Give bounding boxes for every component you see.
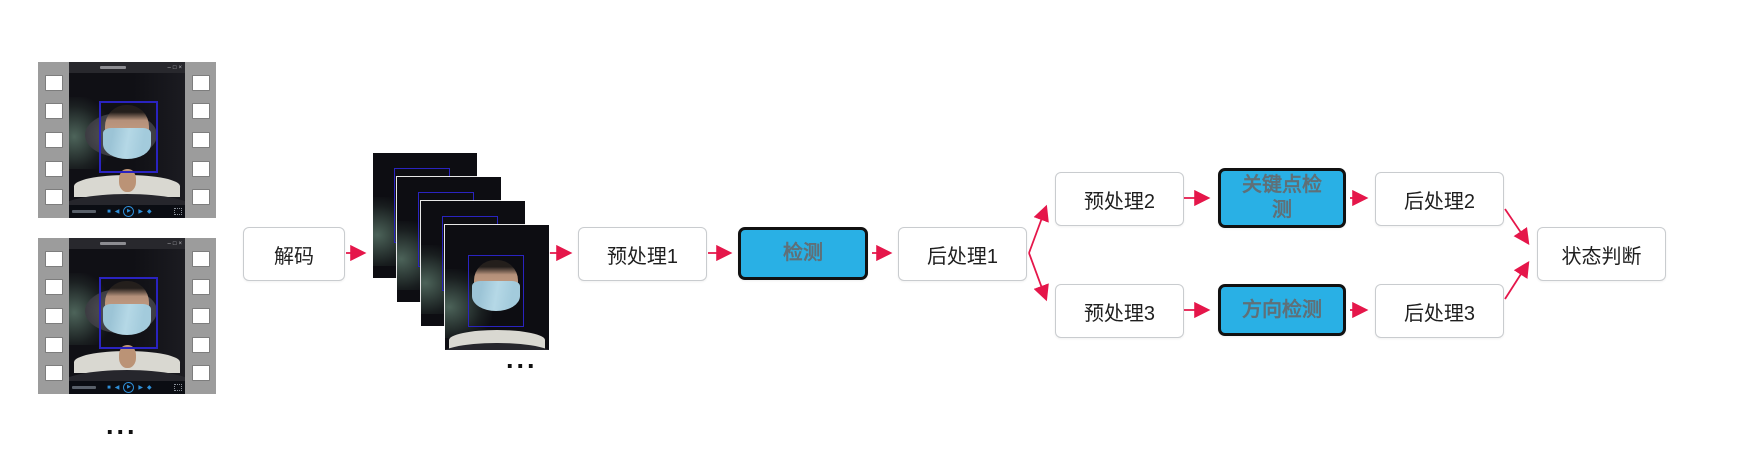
minimize-icon[interactable]: – xyxy=(167,240,171,247)
sprocket-hole xyxy=(44,336,63,353)
sprocket-hole xyxy=(191,103,210,120)
sprocket-hole xyxy=(191,131,210,148)
video-filename-text xyxy=(100,66,126,69)
arrow-post3-to-status xyxy=(1504,260,1530,300)
sprocket-hole xyxy=(44,131,63,148)
node-label: 解码 xyxy=(274,245,314,268)
face-detection-rect xyxy=(99,276,158,350)
ellipsis-more-videos: ... xyxy=(106,410,138,440)
decoded-frame-front xyxy=(445,225,549,350)
face-detection-rect xyxy=(467,255,524,327)
fullscreen-icon[interactable] xyxy=(173,384,182,391)
node-label: 预处理2 xyxy=(1083,190,1156,213)
node-direction-detect: 方向检测 xyxy=(1218,284,1346,336)
film-strip-video-1: – □ × ■ ◀ ▶ xyxy=(38,62,216,218)
sprocket-hole xyxy=(191,279,210,296)
face-mask xyxy=(472,281,520,312)
sprocket-hole xyxy=(44,365,63,382)
sprocket-hole xyxy=(44,189,63,206)
close-icon[interactable]: × xyxy=(178,64,182,71)
sprocket-hole xyxy=(44,160,63,177)
maximize-icon[interactable]: □ xyxy=(172,64,177,71)
film-sprocket-band xyxy=(38,238,69,394)
close-icon[interactable]: × xyxy=(178,240,182,247)
fullscreen-icon[interactable] xyxy=(173,208,182,215)
node-detect: 检测 xyxy=(738,227,868,280)
stop-icon[interactable]: ■ xyxy=(107,208,111,215)
node-label: 后处理1 xyxy=(926,245,999,268)
volume-icon[interactable]: ◆ xyxy=(147,208,152,215)
node-keypoint-detect: 关键点检 测 xyxy=(1218,168,1346,228)
sprocket-hole xyxy=(191,74,210,91)
film-strip-video-2: – □ × ■ ◀ ▶ xyxy=(38,238,216,394)
video-player-window: – □ × ■ ◀ ▶ xyxy=(69,238,185,394)
player-control-bar: ■ ◀ ▶ ▶ ◆ xyxy=(69,205,185,218)
sprocket-hole xyxy=(44,307,63,324)
volume-icon[interactable]: ◆ xyxy=(147,384,152,391)
steering-wheel xyxy=(69,370,185,381)
next-frame-icon[interactable]: ▶ xyxy=(138,384,144,391)
node-decode: 解码 xyxy=(243,227,345,281)
video-player-titlebar: – □ × xyxy=(69,238,185,249)
arrow-post1-to-pre2 xyxy=(1028,204,1049,254)
node-preprocess-2: 预处理2 xyxy=(1055,172,1184,226)
sprocket-hole xyxy=(44,103,63,120)
timestamp-text xyxy=(72,386,96,389)
driver-hand xyxy=(118,169,137,192)
sprocket-hole xyxy=(44,279,63,296)
next-frame-icon[interactable]: ▶ xyxy=(138,208,144,215)
node-postprocess-3: 后处理3 xyxy=(1375,284,1504,338)
play-icon[interactable]: ▶ xyxy=(123,206,135,217)
node-postprocess-2: 后处理2 xyxy=(1375,172,1504,226)
sprocket-hole xyxy=(191,160,210,177)
video-frame-driver-face xyxy=(69,73,185,205)
driver-hand xyxy=(118,345,137,368)
steering-wheel xyxy=(445,342,549,350)
maximize-icon[interactable]: □ xyxy=(172,240,177,247)
player-control-bar: ■ ◀ ▶ ▶ ◆ xyxy=(69,381,185,394)
video-player-titlebar: – □ × xyxy=(69,62,185,73)
video-player-window: – □ × ■ ◀ ▶ xyxy=(69,62,185,218)
node-status-judge: 状态判断 xyxy=(1537,227,1666,281)
node-label: 预处理3 xyxy=(1083,302,1156,325)
node-label: 方向检测 xyxy=(1242,298,1322,321)
node-label: 后处理3 xyxy=(1403,302,1476,325)
previous-frame-icon[interactable]: ◀ xyxy=(114,208,120,215)
sprocket-hole xyxy=(191,189,210,206)
sprocket-hole xyxy=(191,365,210,382)
face-detection-rect xyxy=(99,100,158,174)
node-label: 预处理1 xyxy=(606,245,679,268)
film-sprocket-band xyxy=(185,62,216,218)
film-sprocket-band xyxy=(185,238,216,394)
video-frame-driver-face xyxy=(69,249,185,381)
steering-wheel xyxy=(69,194,185,205)
node-label: 后处理2 xyxy=(1403,190,1476,213)
stop-icon[interactable]: ■ xyxy=(107,384,111,391)
video-filename-text xyxy=(100,242,126,245)
sprocket-hole xyxy=(44,74,63,91)
sprocket-hole xyxy=(191,307,210,324)
arrow-post2-to-status xyxy=(1504,208,1530,246)
node-preprocess-1: 预处理1 xyxy=(578,227,707,281)
node-label: 检测 xyxy=(783,242,823,264)
play-icon[interactable]: ▶ xyxy=(123,382,135,393)
node-label: 关键点检 测 xyxy=(1242,174,1322,221)
node-label: 状态判断 xyxy=(1561,245,1642,268)
face-mask xyxy=(102,304,152,335)
arrow-post1-to-pre3 xyxy=(1028,252,1049,302)
timestamp-text xyxy=(72,210,96,213)
node-postprocess-1: 后处理1 xyxy=(898,227,1027,281)
previous-frame-icon[interactable]: ◀ xyxy=(114,384,120,391)
minimize-icon[interactable]: – xyxy=(167,64,171,71)
ellipsis-more-frames: ... xyxy=(506,344,538,374)
sprocket-hole xyxy=(191,336,210,353)
sprocket-hole xyxy=(44,250,63,267)
sprocket-hole xyxy=(191,250,210,267)
decoded-frame-stack xyxy=(373,153,578,363)
node-preprocess-3: 预处理3 xyxy=(1055,284,1184,338)
face-mask xyxy=(102,128,152,159)
film-sprocket-band xyxy=(38,62,69,218)
